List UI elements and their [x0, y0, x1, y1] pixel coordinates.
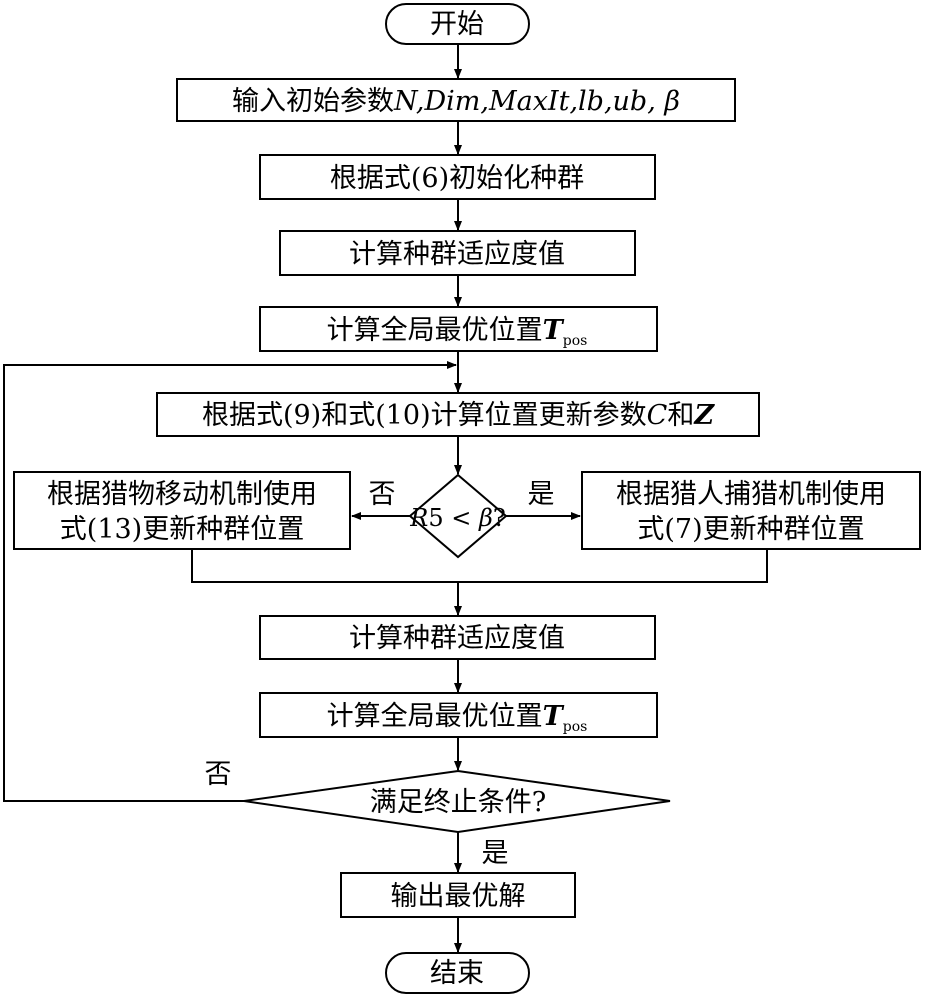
- init-population-box: [259, 154, 656, 200]
- decision-r5-diamond: [408, 473, 508, 559]
- param-z: Z: [693, 400, 715, 431]
- cond-r5-rest: 5 <: [428, 504, 479, 532]
- update-params-box: [156, 392, 760, 437]
- loop-back-line: [3, 361, 457, 802]
- global-best-box-2: [259, 692, 658, 738]
- connectors: [3, 44, 768, 953]
- stop-condition-diamond: [243, 769, 671, 834]
- best-sub-2: pos: [563, 719, 588, 735]
- input-params-text: 输入初始参数N,Dim,MaxIt,lb,ub, β: [232, 86, 680, 117]
- start-label: 开始: [430, 9, 484, 40]
- hunter-update-box: [581, 471, 921, 550]
- hunter-line-1: 根据猎人捕猎机制使用: [616, 479, 886, 510]
- init-population-label: 根据式(6)初始化种群: [330, 163, 584, 194]
- decision-no-label: 否: [369, 479, 396, 510]
- update-params-prefix: 根据式(9)和式(10)计算位置更新参数: [202, 400, 647, 431]
- input-param-list: N,Dim,MaxIt,lb,ub, β: [393, 86, 680, 117]
- hunter-line-2: 式(7)更新种群位置: [637, 514, 864, 545]
- input-prefix: 输入初始参数: [232, 86, 394, 117]
- best-var-1: T: [543, 315, 565, 346]
- and-word: 和: [667, 400, 694, 431]
- global-best-text-2: 计算全局最优位置Tpos: [327, 701, 588, 735]
- start-terminal: [385, 3, 530, 45]
- prey-line-2: 式(13)更新种群位置: [60, 514, 304, 545]
- global-best-label-2: 计算全局最优位置: [327, 701, 543, 732]
- end-terminal: [385, 952, 530, 994]
- output-box: [340, 872, 576, 918]
- end-label: 结束: [430, 958, 484, 989]
- fitness-label-2: 计算种群适应度值: [349, 623, 565, 654]
- global-best-label-1: 计算全局最优位置: [327, 315, 543, 346]
- output-label: 输出最优解: [391, 881, 526, 912]
- input-params-box: [176, 78, 736, 122]
- decision-r5-text: R5 < β?: [409, 504, 505, 532]
- update-params-text: 根据式(9)和式(10)计算位置更新参数C和Z: [202, 400, 715, 431]
- fitness-box-1: [279, 230, 636, 276]
- decision-yes-label: 是: [528, 479, 555, 510]
- best-sub-1: pos: [563, 333, 588, 349]
- stop-condition-label: 满足终止条件?: [370, 787, 546, 818]
- prey-update-box: [13, 471, 351, 550]
- stop-yes-label: 是: [482, 838, 509, 869]
- cond-beta: β: [478, 504, 493, 532]
- global-best-box-1: [259, 306, 658, 352]
- loop-no-label: 否: [205, 759, 232, 790]
- cond-r-var: R: [409, 504, 428, 532]
- fitness-box-2: [259, 615, 656, 660]
- merge-line: [191, 549, 768, 583]
- cond-q: ?: [493, 504, 506, 532]
- prey-line-1: 根据猎物移动机制使用: [47, 479, 317, 510]
- param-c: C: [647, 400, 668, 431]
- best-var-2: T: [543, 701, 565, 732]
- fitness-label-1: 计算种群适应度值: [349, 239, 565, 270]
- global-best-text-1: 计算全局最优位置Tpos: [327, 315, 588, 349]
